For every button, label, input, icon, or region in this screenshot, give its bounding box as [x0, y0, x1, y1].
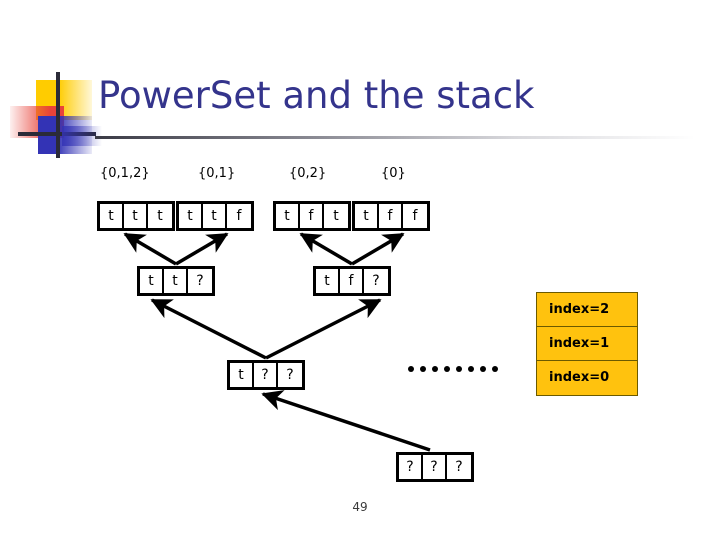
array-cell: f	[227, 204, 251, 228]
arrow-tfq-to-tft	[299, 232, 353, 266]
title-divider-rule	[95, 136, 695, 139]
ellipsis-dot	[480, 366, 486, 372]
array-cell: t	[148, 204, 172, 228]
arrow-ttq-to-ttt	[123, 232, 177, 266]
ellipsis-dots	[408, 366, 498, 372]
array-cell: t	[230, 363, 254, 387]
array-cell: f	[340, 269, 364, 293]
ellipsis-dot	[492, 366, 498, 372]
array-cell: t	[100, 204, 124, 228]
arrow-tfq-to-tff	[351, 232, 405, 266]
array-cell: ?	[399, 455, 423, 479]
array-q-q-q: ???	[396, 452, 474, 482]
array-cell: t	[140, 269, 164, 293]
array-cell: f	[403, 204, 427, 228]
array-cell: ?	[278, 363, 302, 387]
array-cell: t	[203, 204, 227, 228]
logo-vertical-line	[56, 72, 60, 158]
ellipsis-dot	[456, 366, 462, 372]
arrow-ttq-to-ttf	[175, 232, 229, 266]
array-cell: f	[379, 204, 403, 228]
slide-title: PowerSet and the stack	[98, 74, 535, 117]
array-cell: ?	[364, 269, 388, 293]
array-cell: t	[355, 204, 379, 228]
ellipsis-dot	[468, 366, 474, 372]
array-cell: ?	[423, 455, 447, 479]
page-number: 49	[352, 500, 368, 514]
index-label-1: index=1	[537, 327, 637, 361]
array-cell: t	[316, 269, 340, 293]
arrow-tqq-to-ttq	[150, 298, 267, 360]
array-cell: ?	[447, 455, 471, 479]
index-label-2: index=0	[549, 370, 610, 385]
ellipsis-dot	[432, 366, 438, 372]
array-t-q-q: t??	[227, 360, 305, 390]
set-label: {0,1}	[198, 166, 236, 181]
ellipsis-dot	[420, 366, 426, 372]
array-cell: t	[124, 204, 148, 228]
array-cell: t	[276, 204, 300, 228]
arrow-qqq-to-tqq	[261, 390, 431, 452]
set-label: {0}	[381, 166, 406, 181]
arrow-tqq-to-tfq	[265, 298, 382, 360]
array-cell: ?	[188, 269, 212, 293]
title-rule-accent	[62, 126, 102, 146]
ellipsis-dot	[408, 366, 414, 372]
set-label: {0,1,2}	[100, 166, 150, 181]
array-cell: t	[164, 269, 188, 293]
array-cell: ?	[254, 363, 278, 387]
index-label-0: index=2	[537, 293, 637, 327]
array-cell: f	[300, 204, 324, 228]
array-cell: t	[179, 204, 203, 228]
set-label: {0,2}	[289, 166, 327, 181]
array-cell: t	[324, 204, 348, 228]
ellipsis-dot	[444, 366, 450, 372]
logo-horizontal-line	[18, 132, 96, 136]
